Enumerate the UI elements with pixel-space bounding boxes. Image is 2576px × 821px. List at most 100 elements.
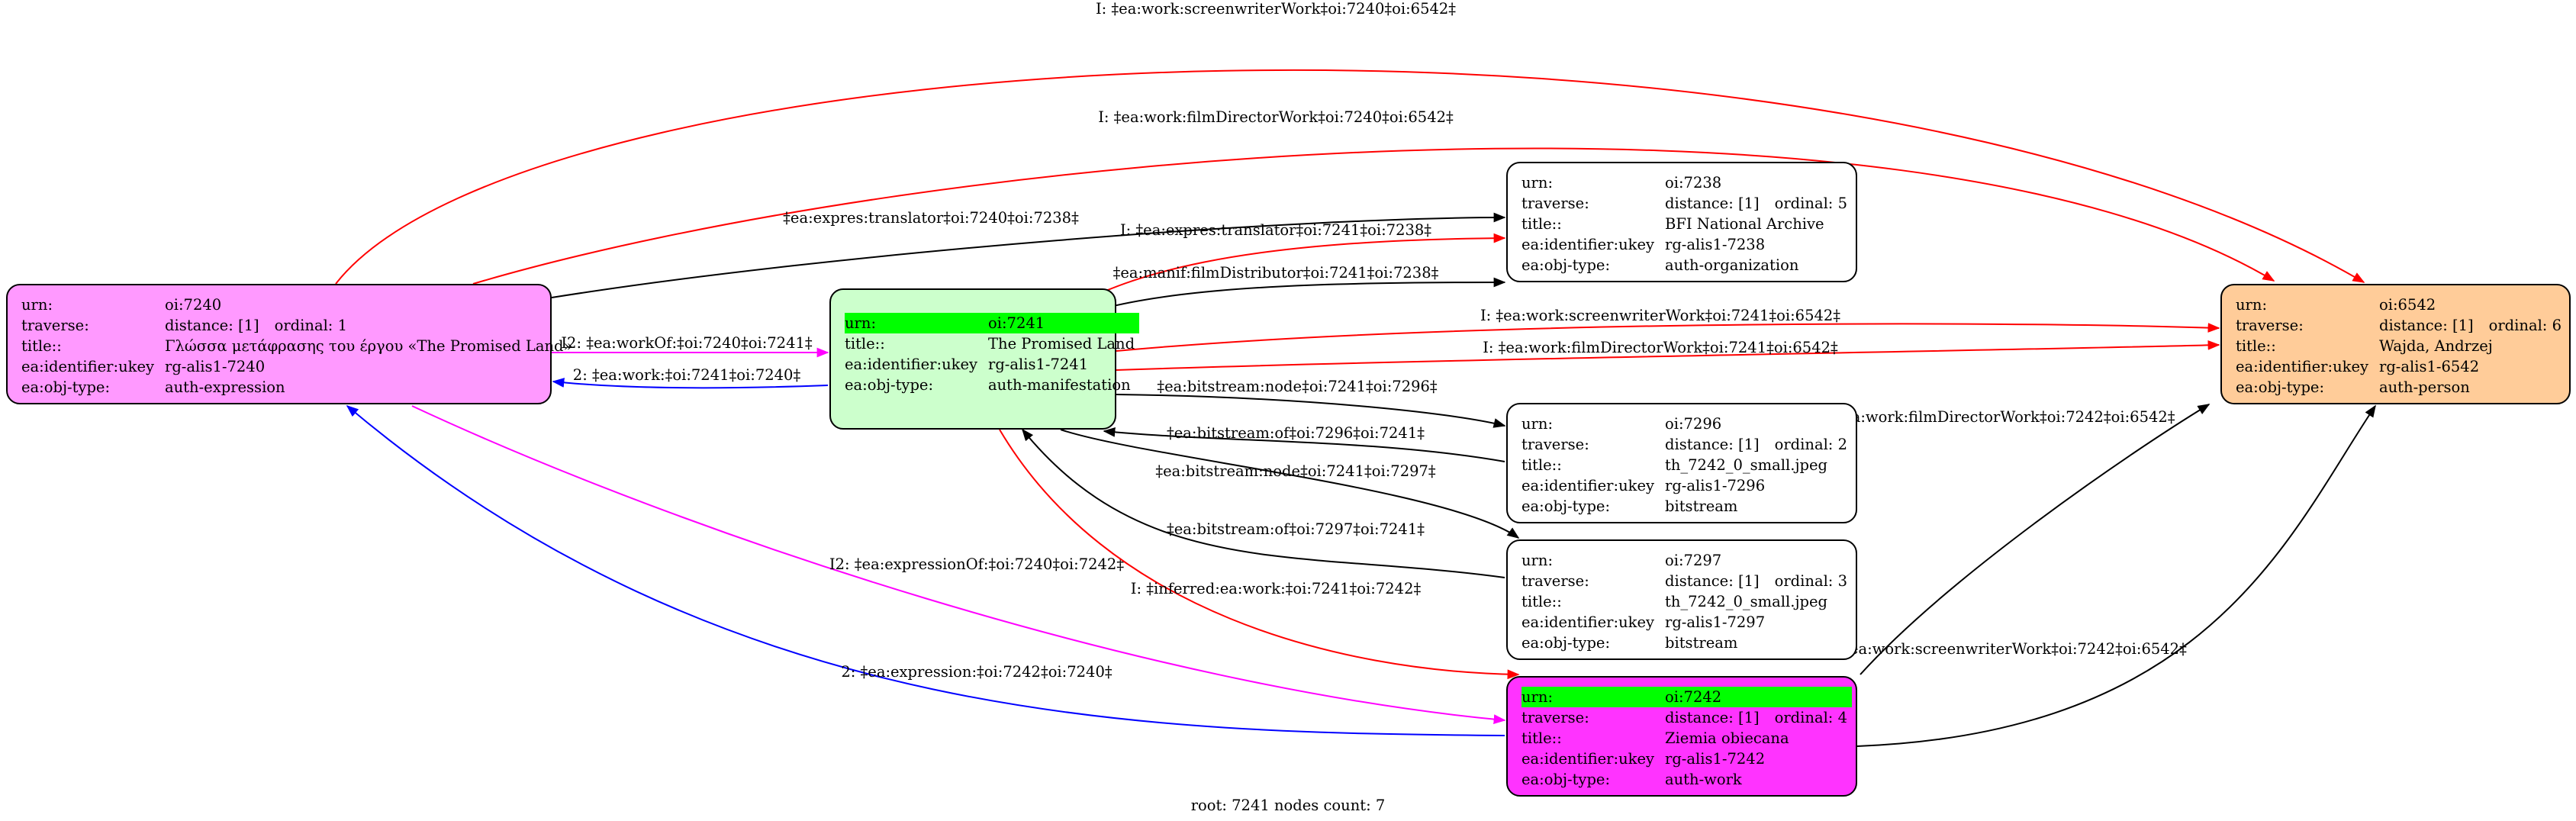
edge-e11 [1103, 427, 1505, 462]
node-field-ordinal: ordinal: 1 [274, 317, 347, 334]
node-field-value: distance: [1] [1665, 195, 1760, 212]
node-row: ea:identifier:ukey rg-alis1-7240 [21, 356, 577, 377]
node-field-value: distance: [1] [165, 317, 259, 334]
node-field-value: BFI National Archive [1665, 215, 1824, 233]
node-row: ea:obj-type:auth-person [2236, 377, 2566, 398]
node-row: ea:identifier:ukey rg-alis1-6542 [2236, 356, 2566, 377]
node-field-value: distance: [1] [2379, 317, 2474, 334]
node-field-value: rg-alis1-7241 [988, 356, 1089, 373]
edge-label: ‡ea:manif:filmDistributor‡oi:7241‡oi:723… [1113, 264, 1439, 282]
edge-e17 [1860, 404, 2211, 675]
node-field-value: distance: [1] [1665, 572, 1760, 590]
node-field-value: auth-work [1665, 771, 1742, 788]
node-field-key: urn: [1521, 174, 1554, 192]
node-field-key: ea:identifier:ukey [1521, 236, 1654, 253]
edge-label: I: ‡ea:work:screenwriterWork‡oi:7240‡oi:… [1096, 0, 1456, 18]
node-field-value: bitstream [1665, 497, 1738, 515]
node-field-value: oi:7297 [1665, 552, 1722, 569]
node-row: urn:oi:7240 [21, 295, 577, 315]
node-field-value: rg-alis1-6542 [2379, 358, 2480, 375]
node-field-key: title:: [1521, 215, 1562, 233]
node-field-value: oi:7242 [1665, 688, 1722, 706]
edge-label: ‡ea:bitstream:of‡oi:7296‡oi:7241‡ [1167, 424, 1425, 442]
node-row: title::Γλώσσα μετάφρασης του έργου «The … [21, 336, 577, 356]
node-row: urn:oi:7242 [1521, 687, 1852, 707]
node-field-key: traverse: [1521, 709, 1589, 726]
node-field-value: rg-alis1-7240 [165, 358, 266, 375]
node-field-key: ea:obj-type: [1521, 771, 1611, 788]
node-field-key: traverse: [1521, 195, 1589, 212]
edge-e7 [552, 378, 829, 389]
node-row: ea:obj-type: auth-work [1521, 769, 1852, 790]
graph-footer: root: 7241 nodes count: 7 [1190, 797, 1386, 814]
edge-e15 [999, 429, 1520, 680]
node-field-ordinal: ordinal: 5 [1774, 195, 1847, 212]
edge-label: ‡ea:work:filmDirectorWork‡oi:7242‡oi:654… [1835, 408, 2175, 426]
node-field-value: distance: [1] [1665, 436, 1760, 453]
node-oi-7238[interactable]: urn: oi:7238 traverse: distance: [1] ordinal… [1506, 162, 1857, 282]
node-field-value: oi:7241 [988, 314, 1045, 332]
node-field-key: ea:obj-type: [845, 376, 934, 394]
node-row: traverse: distance: [1] ordinal: 5 [1521, 193, 1852, 214]
node-field-key: traverse: [1521, 572, 1589, 590]
node-field-key: urn: [1521, 552, 1554, 569]
node-field-value: auth-expression [165, 378, 285, 396]
node-row: title::th_7242_0_small.jpeg [1521, 591, 1852, 612]
node-field-ordinal: ordinal: 2 [1774, 436, 1847, 453]
node-row: title::The Promised Land [845, 333, 1139, 354]
node-row: urn: oi:6542 [2236, 295, 2566, 315]
node-field-key: traverse: [2236, 317, 2304, 334]
edge-label: I: ‡ea:work:filmDirectorWork‡oi:7240‡oi:… [1098, 108, 1454, 126]
node-row: title::th_7242_0_small.jpeg [1521, 455, 1852, 475]
node-field-value: auth-manifestation [988, 376, 1131, 394]
node-oi-7297[interactable]: urn: oi:7297 traverse: distance: [1] ordinal… [1506, 539, 1857, 660]
node-row: urn:oi:7241 [845, 313, 1140, 333]
node-field-value: distance: [1] [1665, 709, 1760, 726]
node-field-key: urn: [2236, 296, 2268, 314]
node-field-value: oi:6542 [2379, 296, 2436, 314]
edge-e13 [1021, 428, 1505, 578]
node-field-key: ea:identifier:ukey [1521, 613, 1654, 631]
edge-label: I2: ‡ea:expressionOf:‡oi:7240‡oi:7242‡ [829, 555, 1124, 573]
node-row: traverse:distance: [1]ordinal: 2 [1521, 434, 1852, 455]
edge-e3 [551, 212, 1506, 298]
node-field-ordinal: ordinal: 3 [1774, 572, 1847, 590]
node-field-key: urn: [845, 313, 988, 333]
edge-e12 [1060, 429, 1520, 539]
edge-label: I: ‡ea:work:screenwriterWork‡oi:7241‡oi:… [1480, 307, 1840, 324]
node-field-key: ea:obj-type: [1521, 634, 1611, 652]
node-row: title::Wajda, Andrzej [2236, 336, 2566, 356]
edge-e18 [1856, 404, 2376, 747]
node-row: ea:obj-type: auth-manifestation [845, 375, 1139, 395]
node-row: urn:oi:7296 [1521, 414, 1852, 434]
node-field-value: auth-organization [1665, 256, 1799, 274]
edge-label: I: ‡ea:work:filmDirectorWork‡oi:7241‡oi:… [1483, 339, 1838, 356]
edge-label: ‡ea:bitstream:node‡oi:7241‡oi:7296‡ [1157, 378, 1438, 395]
node-field-key: ea:identifier:ukey [2236, 358, 2368, 375]
edge-label: I: ‡inferred:ea:work:‡oi:7241‡oi:7242‡ [1131, 580, 1422, 597]
node-field-key: traverse: [21, 317, 89, 334]
node-row: ea:obj-type: auth-organization [1521, 255, 1852, 275]
node-field-value: rg-alis1-7296 [1665, 477, 1766, 494]
edge-label: I2: ‡ea:workOf:‡oi:7240‡oi:7241‡ [561, 334, 813, 352]
node-field-key: ea:obj-type: [1521, 256, 1611, 274]
node-field-value: oi:7238 [1665, 174, 1722, 192]
node-field-key: ea:obj-type: [1521, 497, 1611, 515]
edge-e1 [335, 69, 2365, 285]
node-field-key: urn: [1521, 687, 1665, 707]
edge-e2 [472, 147, 2275, 285]
node-field-value: oi:7240 [165, 296, 222, 314]
node-row: urn: oi:7238 [1521, 172, 1852, 193]
edge-e8 [1116, 323, 2220, 352]
node-field-key: ea:identifier:ukey [21, 358, 154, 375]
